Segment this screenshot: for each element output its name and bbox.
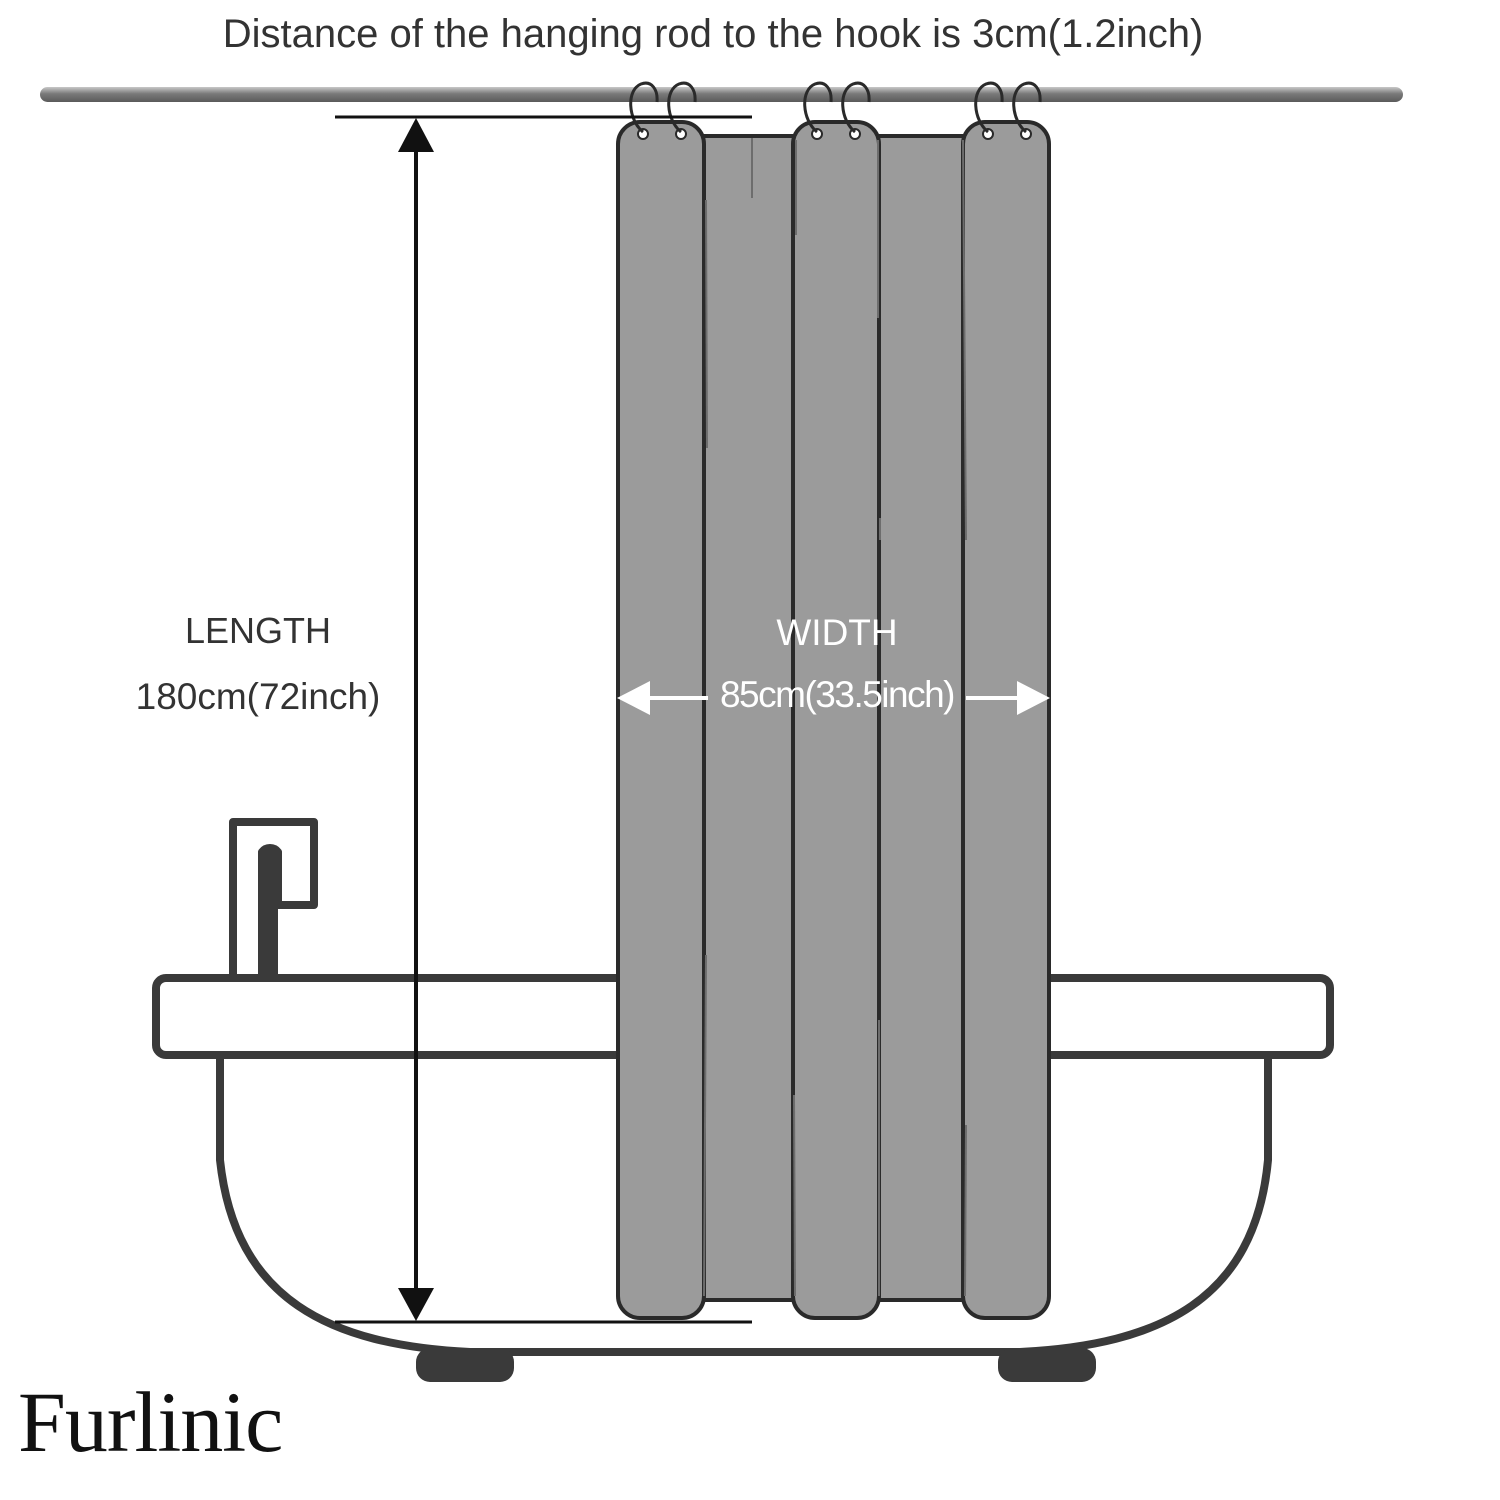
shower-ring-icon (1012, 81, 1042, 134)
width-label: WIDTH (776, 612, 898, 653)
width-arrow-head-left (617, 681, 650, 715)
length-dimension (335, 115, 752, 1324)
length-label: LENGTH (184, 610, 332, 651)
tub-foot-right (998, 1348, 1096, 1382)
width-value: 85cm(33.5inch) (719, 674, 956, 715)
shower-ring-icon (803, 81, 833, 134)
faucet-icon (229, 818, 318, 978)
brand-logo: Furlinic (18, 1374, 283, 1470)
shower-curtain (616, 120, 1051, 1320)
curtain-pleat-center (791, 120, 881, 1320)
tub-foot-left (416, 1348, 514, 1382)
curtain-pleat-left (616, 120, 706, 1320)
shower-ring-icon (974, 81, 1004, 134)
shower-ring-icon (841, 81, 871, 134)
width-dimension (617, 681, 1050, 715)
shower-ring-icon (667, 81, 697, 134)
shower-ring-icon (629, 81, 659, 134)
page-title: Distance of the hanging rod to the hook … (222, 12, 1204, 56)
curtain-pleat-right (961, 120, 1051, 1320)
width-arrow-head-right (1017, 681, 1050, 715)
length-value: 180cm(72inch) (135, 676, 381, 717)
curtain-rod (40, 87, 1403, 102)
length-arrow-head-top (398, 118, 434, 152)
length-arrow-head-bottom (398, 1288, 434, 1321)
